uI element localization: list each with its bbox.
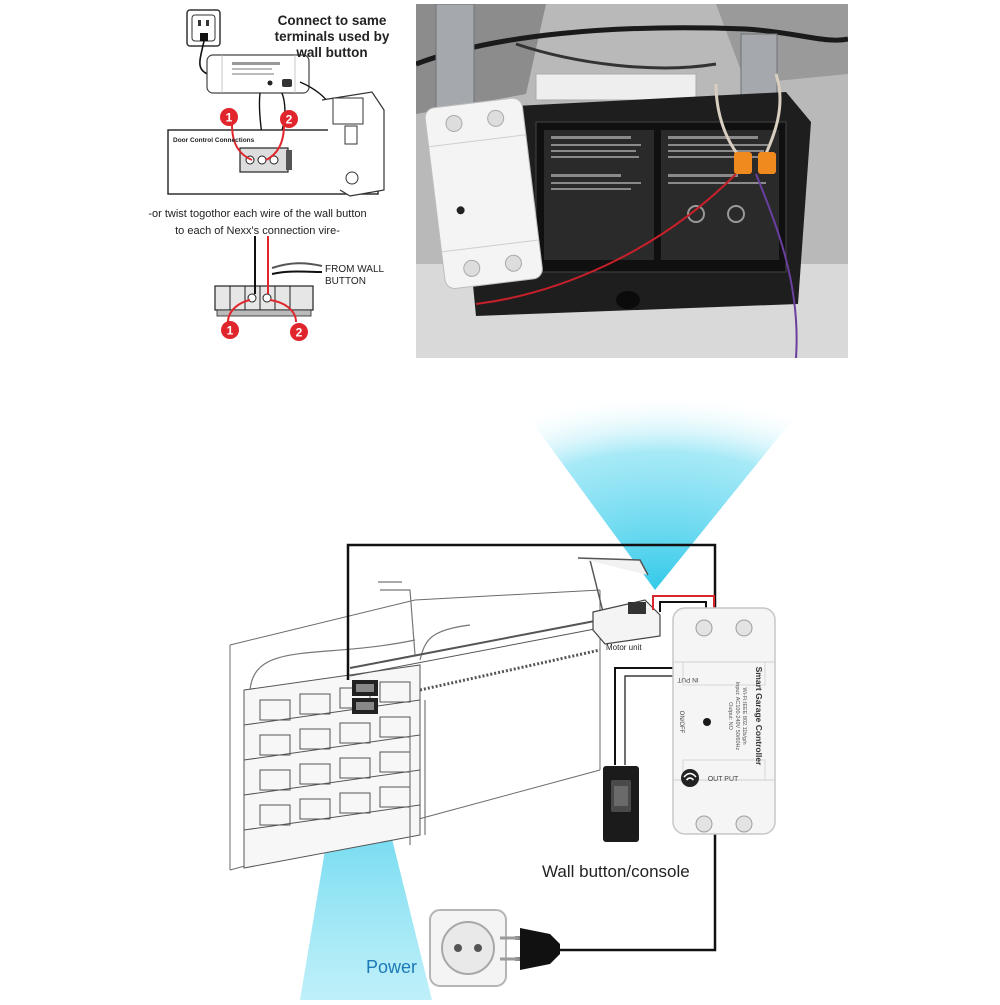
device-spec-3: Output: NO — [727, 702, 733, 731]
controller-module-icon — [206, 54, 310, 94]
device-spec-2: Input: AC100-240V 50/60Hz — [734, 682, 740, 751]
marker-1-top-text: 1 — [226, 111, 233, 125]
marker-1-bottom — [221, 321, 239, 339]
device-input-label: IN PUT — [677, 676, 698, 683]
left-light-beam — [300, 712, 432, 1000]
alt-line-1: -or twist togothor each wire of the wall… — [148, 208, 367, 220]
wall-button-console — [603, 766, 639, 842]
power-plug-icon — [500, 928, 560, 970]
from-wall-line-1: FROM WALL — [325, 264, 385, 275]
door-control-label: Door Control Connections — [173, 137, 255, 144]
marker-2-bottom-text: 2 — [296, 326, 303, 340]
garage-installation-drawing: Smart Garage Controller Wi-Fi:IEEE 802.1… — [229, 392, 815, 1000]
installation-photo-drawing — [416, 4, 848, 358]
wiring-instruction-diagram: 1 2 1 2 Connect to same terminals used b… — [0, 0, 410, 360]
device-spec-1: Wi-Fi:IEEE 802.11b/g/n — [741, 687, 747, 744]
wiring-instruction-drawing: 1 2 1 2 — [167, 9, 385, 341]
installation-photo — [416, 4, 848, 358]
connect-line-3: wall button — [296, 45, 368, 60]
garage-door — [243, 664, 421, 869]
terminal-block — [239, 147, 292, 173]
wall-button-label: Wall button/console — [542, 862, 690, 881]
connect-instruction: Connect to same terminals used by wall b… — [262, 13, 402, 61]
device-onoff-label: ON/OFF — [678, 711, 684, 734]
smart-garage-controller: Smart Garage Controller Wi-Fi:IEEE 802.1… — [672, 607, 776, 835]
garage-installation-diagram: Smart Garage Controller Wi-Fi:IEEE 802.1… — [0, 360, 1000, 1000]
from-wall-line-2: BUTTON — [325, 276, 366, 287]
wall-socket-icon — [429, 909, 507, 987]
connect-line-2: terminals used by — [274, 29, 390, 44]
marker-2-top-text: 2 — [286, 113, 293, 127]
connect-line-1: Connect to same — [277, 13, 387, 28]
photo-controller-device — [424, 97, 543, 289]
top-light-beam — [510, 392, 815, 590]
marker-1-bottom-text: 1 — [227, 324, 234, 338]
alt-instruction: -or twist togothor each wire of the wall… — [120, 206, 395, 240]
marker-1-top — [220, 108, 238, 126]
motor-unit-label: Motor unit — [606, 643, 642, 652]
device-output-label: OUT PUT — [708, 776, 739, 783]
wifi-icon — [681, 769, 699, 787]
lower-terminal-strip — [214, 285, 314, 317]
marker-2-bottom — [290, 323, 308, 341]
from-wall-button-label: FROM WALL BUTTON — [325, 264, 384, 288]
door-terminal-boxes — [352, 680, 378, 714]
alt-line-2: to each of Nexx's connection vire- — [175, 225, 340, 237]
marker-2-top — [280, 110, 298, 128]
opener-rail — [349, 557, 649, 692]
wall-outlet-icon — [186, 9, 221, 47]
device-title: Smart Garage Controller — [754, 667, 764, 766]
motor-unit — [592, 599, 661, 645]
power-label: Power — [366, 957, 418, 977]
